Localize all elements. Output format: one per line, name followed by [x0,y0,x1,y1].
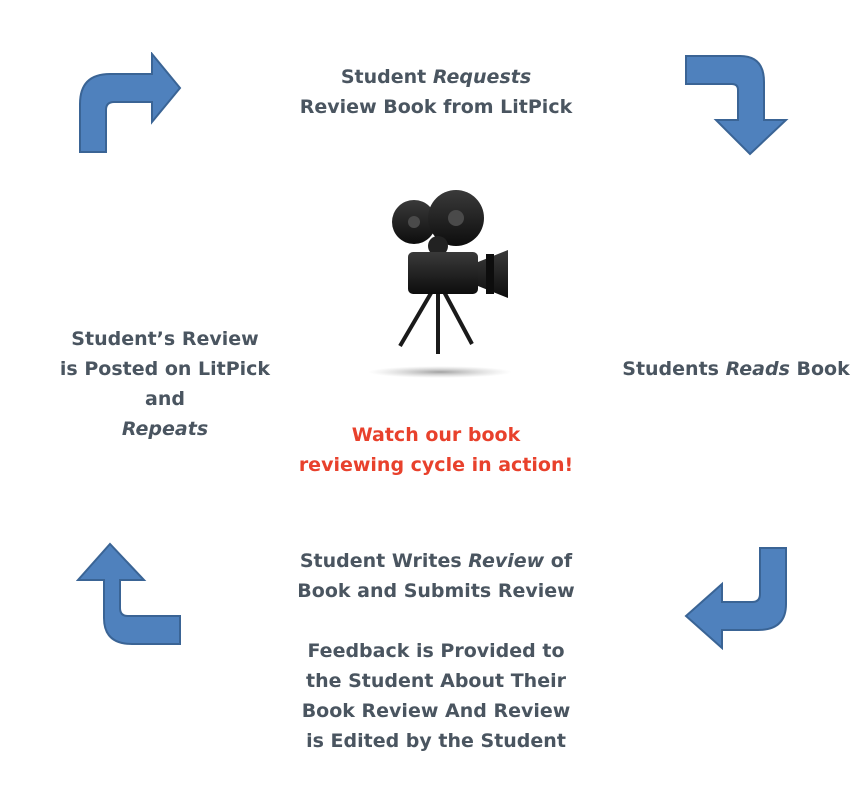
arrow-bottom-left-icon [76,542,181,645]
step-request-line2: Review Book from LitPick [299,96,573,118]
step-write-emphasis: Review [468,550,545,572]
arrow-bottom-right-icon [684,547,787,650]
step-posted-emphasis: Repeats [121,418,209,440]
step-posted-line1: Student’s Review [71,328,259,350]
step-posted-line2: is Posted on LitPick [59,358,271,380]
step-feedback-line1: Feedback is Provided to [307,640,565,662]
watch-cycle-line2[interactable]: reviewing cycle in action! [298,454,574,476]
watch-cycle-line1[interactable]: Watch our book [351,424,521,446]
step-request-line1: Student [340,66,433,88]
step-posted-text: Student’s Review is Posted on LitPick an… [40,324,290,444]
step-request-text: Student Requests Review Book from LitPic… [276,62,596,122]
step-read-emphasis: Reads [725,358,790,380]
movie-camera-icon[interactable] [358,188,528,388]
step-feedback-line4: is Edited by the Student [306,730,566,752]
arrow-top-right-icon [685,55,789,156]
step-posted-line3: and [145,388,185,410]
arrow-top-left-icon [79,52,182,153]
step-write-line1-post: of [544,550,573,572]
step-read-post: Book [789,358,850,380]
step-feedback-line3: Book Review And Review [301,700,571,722]
step-read-text: Students Reads Book [620,354,852,384]
step-write-line1-pre: Student Writes [299,550,469,572]
step-write-line2: Book and Submits Review [297,580,575,602]
step-request-emphasis: Requests [432,66,532,88]
step-feedback-line2: the Student About Their [306,670,566,692]
step-read-pre: Students [622,358,726,380]
watch-cycle-link[interactable]: Watch our book reviewing cycle in action… [296,420,576,480]
step-write-text: Student Writes Review of Book and Submit… [276,546,596,756]
